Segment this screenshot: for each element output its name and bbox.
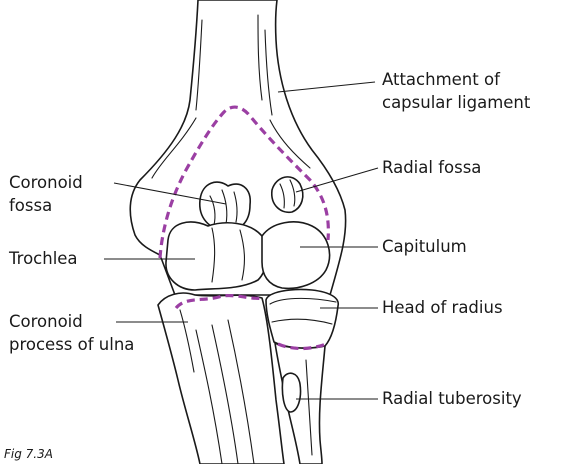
label-radial-tuberosity: Radial tuberosity	[382, 387, 522, 410]
label-head-of-radius: Head of radius	[382, 296, 503, 319]
figure-number: Fig 7.3A	[4, 447, 53, 461]
label-attachment-line1: Attachment of	[382, 68, 530, 91]
leader-attachment	[278, 82, 375, 92]
radial-fossa-shape	[272, 177, 303, 212]
label-coronoid-process-line1: Coronoid	[9, 310, 134, 333]
label-coronoid-process-line2: process of ulna	[9, 333, 134, 356]
label-coronoid-fossa-line1: Coronoid	[9, 171, 83, 194]
label-attachment-line2: capsular ligament	[382, 91, 530, 114]
label-trochlea: Trochlea	[9, 247, 78, 270]
trochlea-shape	[166, 222, 267, 290]
ulna-outline	[158, 293, 284, 464]
radius-shaft-outline	[275, 343, 325, 464]
label-coronoid-fossa: Coronoid fossa	[9, 171, 83, 217]
label-coronoid-fossa-line2: fossa	[9, 194, 83, 217]
label-capitulum: Capitulum	[382, 235, 467, 258]
label-radial-fossa: Radial fossa	[382, 156, 481, 179]
label-attachment: Attachment of capsular ligament	[382, 68, 530, 114]
label-coronoid-process: Coronoid process of ulna	[9, 310, 134, 356]
capitulum-shape	[262, 222, 330, 288]
radial-tuberosity-shape	[282, 373, 300, 412]
